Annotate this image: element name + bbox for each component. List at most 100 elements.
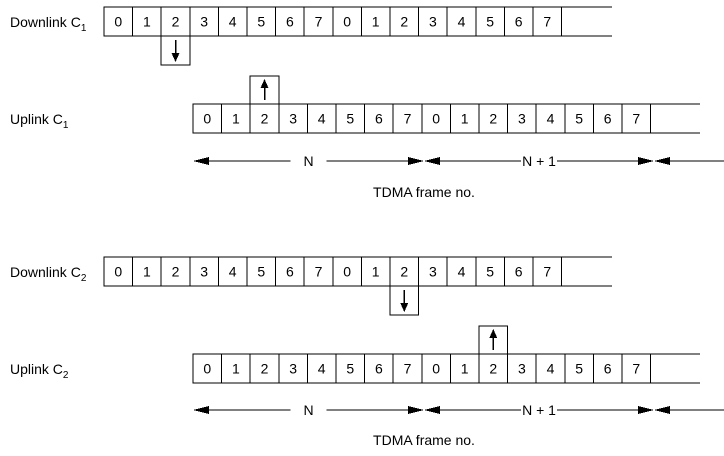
- downlink-1-slot-15: [532, 6, 563, 37]
- frame-number-axis-1: N N + 1: [193, 153, 724, 169]
- uplink-2-slot-label-9: 1: [461, 361, 469, 377]
- downlink-1-slot-label-5: 5: [257, 14, 265, 30]
- downlink-slot-row-2: 0 1 2 3 4 5 6 7 0 1 2 3 4 5 6 7: [103, 256, 612, 316]
- uplink-1-slot-15: [621, 103, 652, 134]
- frame-label-0: N: [303, 402, 313, 418]
- uplink-1-slot-label-10: 2: [489, 111, 497, 127]
- downlink-2-slot-label-15: 7: [543, 264, 551, 280]
- uplink-1-slot-label-13: 5: [575, 111, 583, 127]
- downlink-2-slot-15: [532, 256, 563, 287]
- frame-label-1: N + 1: [522, 153, 556, 169]
- tdma-frame-caption-1: TDMA frame no.: [373, 184, 475, 200]
- uplink-1-slot-label-12: 4: [547, 111, 555, 127]
- uplink-2-slot-label-6: 6: [375, 361, 383, 377]
- arrow-up-icon: [489, 329, 498, 338]
- arrowhead-right-icon: [408, 157, 424, 165]
- downlink-2-slot-label-2: 2: [172, 264, 180, 280]
- uplink-2-slot-label-14: 6: [604, 361, 612, 377]
- arrow-up-icon: [260, 79, 269, 88]
- arrowhead-left-icon: [424, 157, 440, 165]
- downlink-1-slot-label-3: 3: [200, 14, 208, 30]
- downlink-1-slot-label-6: 6: [286, 14, 294, 30]
- downlink-label-2: Downlink C2: [10, 264, 87, 284]
- uplink-2-slot-label-8: 0: [432, 361, 440, 377]
- uplink-label-2: Uplink C2: [10, 361, 69, 381]
- downlink-1-slot-label-4: 4: [229, 14, 237, 30]
- uplink-1-slot-label-7: 7: [404, 111, 412, 127]
- arrowhead-right-icon: [638, 157, 654, 165]
- downlink-1-slot-label-7: 7: [315, 14, 323, 30]
- arrow-down-icon: [400, 303, 409, 312]
- downlink-1-slot-label-11: 3: [429, 14, 437, 30]
- downlink-2-slot-label-0: 0: [114, 264, 122, 280]
- uplink-2-slot-label-15: 7: [632, 361, 640, 377]
- uplink-1-slot-label-14: 6: [604, 111, 612, 127]
- uplink-2-slot-label-1: 1: [232, 361, 240, 377]
- uplink-2-slot-label-13: 5: [575, 361, 583, 377]
- arrowhead-left-icon: [193, 157, 209, 165]
- downlink-2-slot-label-7: 7: [315, 264, 323, 280]
- frame-label-0: N: [303, 153, 313, 169]
- uplink-1-slot-label-5: 5: [346, 111, 354, 127]
- downlink-2-slot-label-3: 3: [200, 264, 208, 280]
- downlink-2-slot-label-9: 1: [372, 264, 380, 280]
- downlink-2-rx-slot-box: [389, 285, 420, 316]
- downlink-1-slot-label-8: 0: [343, 14, 351, 30]
- uplink-2-slot-label-12: 4: [547, 361, 555, 377]
- arrowhead-right-icon: [638, 406, 654, 414]
- uplink-1-slot-label-4: 4: [318, 111, 326, 127]
- frame-number-axis-2: N N + 1: [193, 402, 724, 418]
- uplink-1-slot-label-9: 1: [461, 111, 469, 127]
- arrowhead-left-icon: [654, 406, 670, 414]
- uplink-1-slot-label-8: 0: [432, 111, 440, 127]
- downlink-2-slot-label-12: 4: [458, 264, 466, 280]
- uplink-1-slot-label-11: 3: [518, 111, 526, 127]
- uplink-1-slot-label-6: 6: [375, 111, 383, 127]
- block-2: Downlink C2 0 1 2 3 4 5 6 7 0 1 2 3 4 5 6 7 Uplink C2 0…: [10, 256, 724, 448]
- uplink-2-slot-label-2: 2: [261, 361, 269, 377]
- downlink-2-slot-label-6: 6: [286, 264, 294, 280]
- downlink-1-slot-label-1: 1: [143, 14, 151, 30]
- downlink-2-slot-label-10: 2: [400, 264, 408, 280]
- block-1: Downlink C1 0 1 2 3 4 5 6 7 0 1 2 3 4 5 6 7 Uplink C1 0…: [10, 6, 724, 200]
- downlink-2-slot-label-4: 4: [229, 264, 237, 280]
- downlink-2-slot-label-14: 6: [515, 264, 523, 280]
- uplink-2-slot-15: [621, 353, 652, 384]
- arrowhead-left-icon: [654, 157, 670, 165]
- arrowhead-left-icon: [193, 406, 209, 414]
- uplink-2-tx-slot-box: [478, 325, 509, 355]
- downlink-2-slot-label-11: 3: [429, 264, 437, 280]
- downlink-1-slot-label-10: 2: [400, 14, 408, 30]
- downlink-1-slot-label-9: 1: [372, 14, 380, 30]
- tdma-frame-caption-2: TDMA frame no.: [373, 432, 475, 448]
- uplink-label-1: Uplink C1: [10, 111, 69, 131]
- downlink-2-slot-label-8: 0: [343, 264, 351, 280]
- uplink-1-slot-label-15: 7: [632, 111, 640, 127]
- downlink-2-slot-label-5: 5: [257, 264, 265, 280]
- uplink-2-slot-label-11: 3: [518, 361, 526, 377]
- uplink-2-slot-label-4: 4: [318, 361, 326, 377]
- uplink-1-slot-label-0: 0: [203, 111, 211, 127]
- downlink-1-slot-label-15: 7: [543, 14, 551, 30]
- uplink-2-slot-label-5: 5: [346, 361, 354, 377]
- uplink-1-slot-label-2: 2: [261, 111, 269, 127]
- downlink-1-rx-slot-box: [160, 35, 191, 66]
- downlink-label-1: Downlink C1: [10, 14, 87, 34]
- uplink-2-slot-label-7: 7: [404, 361, 412, 377]
- arrow-down-icon: [171, 53, 180, 62]
- uplink-2-slot-label-0: 0: [203, 361, 211, 377]
- uplink-1-tx-slot-box: [249, 75, 280, 105]
- arrowhead-right-icon: [408, 406, 424, 414]
- uplink-1-slot-label-1: 1: [232, 111, 240, 127]
- arrowhead-left-icon: [424, 406, 440, 414]
- frame-label-1: N + 1: [522, 402, 556, 418]
- downlink-2-slot-label-1: 1: [143, 264, 151, 280]
- downlink-1-slot-label-2: 2: [172, 14, 180, 30]
- downlink-2-slot-label-13: 5: [486, 264, 494, 280]
- downlink-1-slot-label-13: 5: [486, 14, 494, 30]
- downlink-1-slot-label-0: 0: [114, 14, 122, 30]
